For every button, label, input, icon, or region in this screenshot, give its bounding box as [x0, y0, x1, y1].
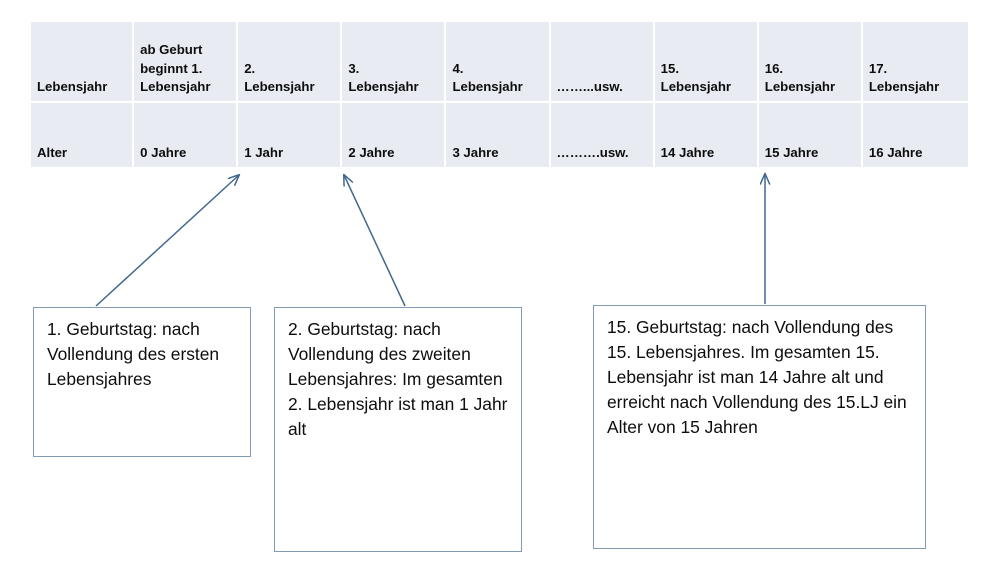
cell-lebensjahr-4: 4. Lebensjahr — [446, 22, 551, 103]
cell-alter-17: 16 Jahre — [862, 103, 968, 167]
cell-lebensjahr-17: 17. Lebensjahr — [862, 22, 968, 103]
cell-lebensjahr-usw: ……...usw. — [550, 22, 655, 103]
row-header-alter: Alter — [31, 103, 135, 167]
callout-box-1-geburtstag: 1. Geburtstag: nach Vollendung des erste… — [33, 307, 251, 457]
cell-lebensjahr-15: 15. Lebensjahr — [654, 22, 759, 103]
callout-box-2-geburtstag: 2. Geburtstag: nach Vollendung des zweit… — [274, 307, 522, 552]
cell-alter-16: 15 Jahre — [758, 103, 863, 167]
lebensjahr-alter-table: Lebensjahr ab Geburt beginnt 1. Lebensja… — [31, 22, 968, 167]
cell-alter-4: 3 Jahre — [446, 103, 551, 167]
cell-alter-1: 0 Jahre — [134, 103, 239, 167]
table-row-alter: Alter 0 Jahre 1 Jahr 2 Jahre 3 Jahre ………… — [31, 103, 968, 167]
cell-alter-usw: ……….usw. — [550, 103, 655, 167]
cell-lebensjahr-3: 3. Lebensjahr — [342, 22, 447, 103]
cell-lebensjahr-2: 2. Lebensjahr — [238, 22, 343, 103]
arrow-to-1-jahr — [95, 175, 239, 307]
cell-alter-15: 14 Jahre — [654, 103, 759, 167]
row-header-lebensjahr: Lebensjahr — [31, 22, 135, 103]
cell-alter-3: 2 Jahre — [342, 103, 447, 167]
cell-lebensjahr-16: 16. Lebensjahr — [758, 22, 863, 103]
table-row-lebensjahr: Lebensjahr ab Geburt beginnt 1. Lebensja… — [31, 22, 968, 103]
cell-lebensjahr-1: ab Geburt beginnt 1. Lebensjahr — [134, 22, 239, 103]
arrow-to-2-jahre — [344, 175, 406, 307]
callout-box-15-geburtstag: 15. Geburtstag: nach Vollendung des 15. … — [593, 305, 926, 549]
cell-alter-2: 1 Jahr — [238, 103, 343, 167]
